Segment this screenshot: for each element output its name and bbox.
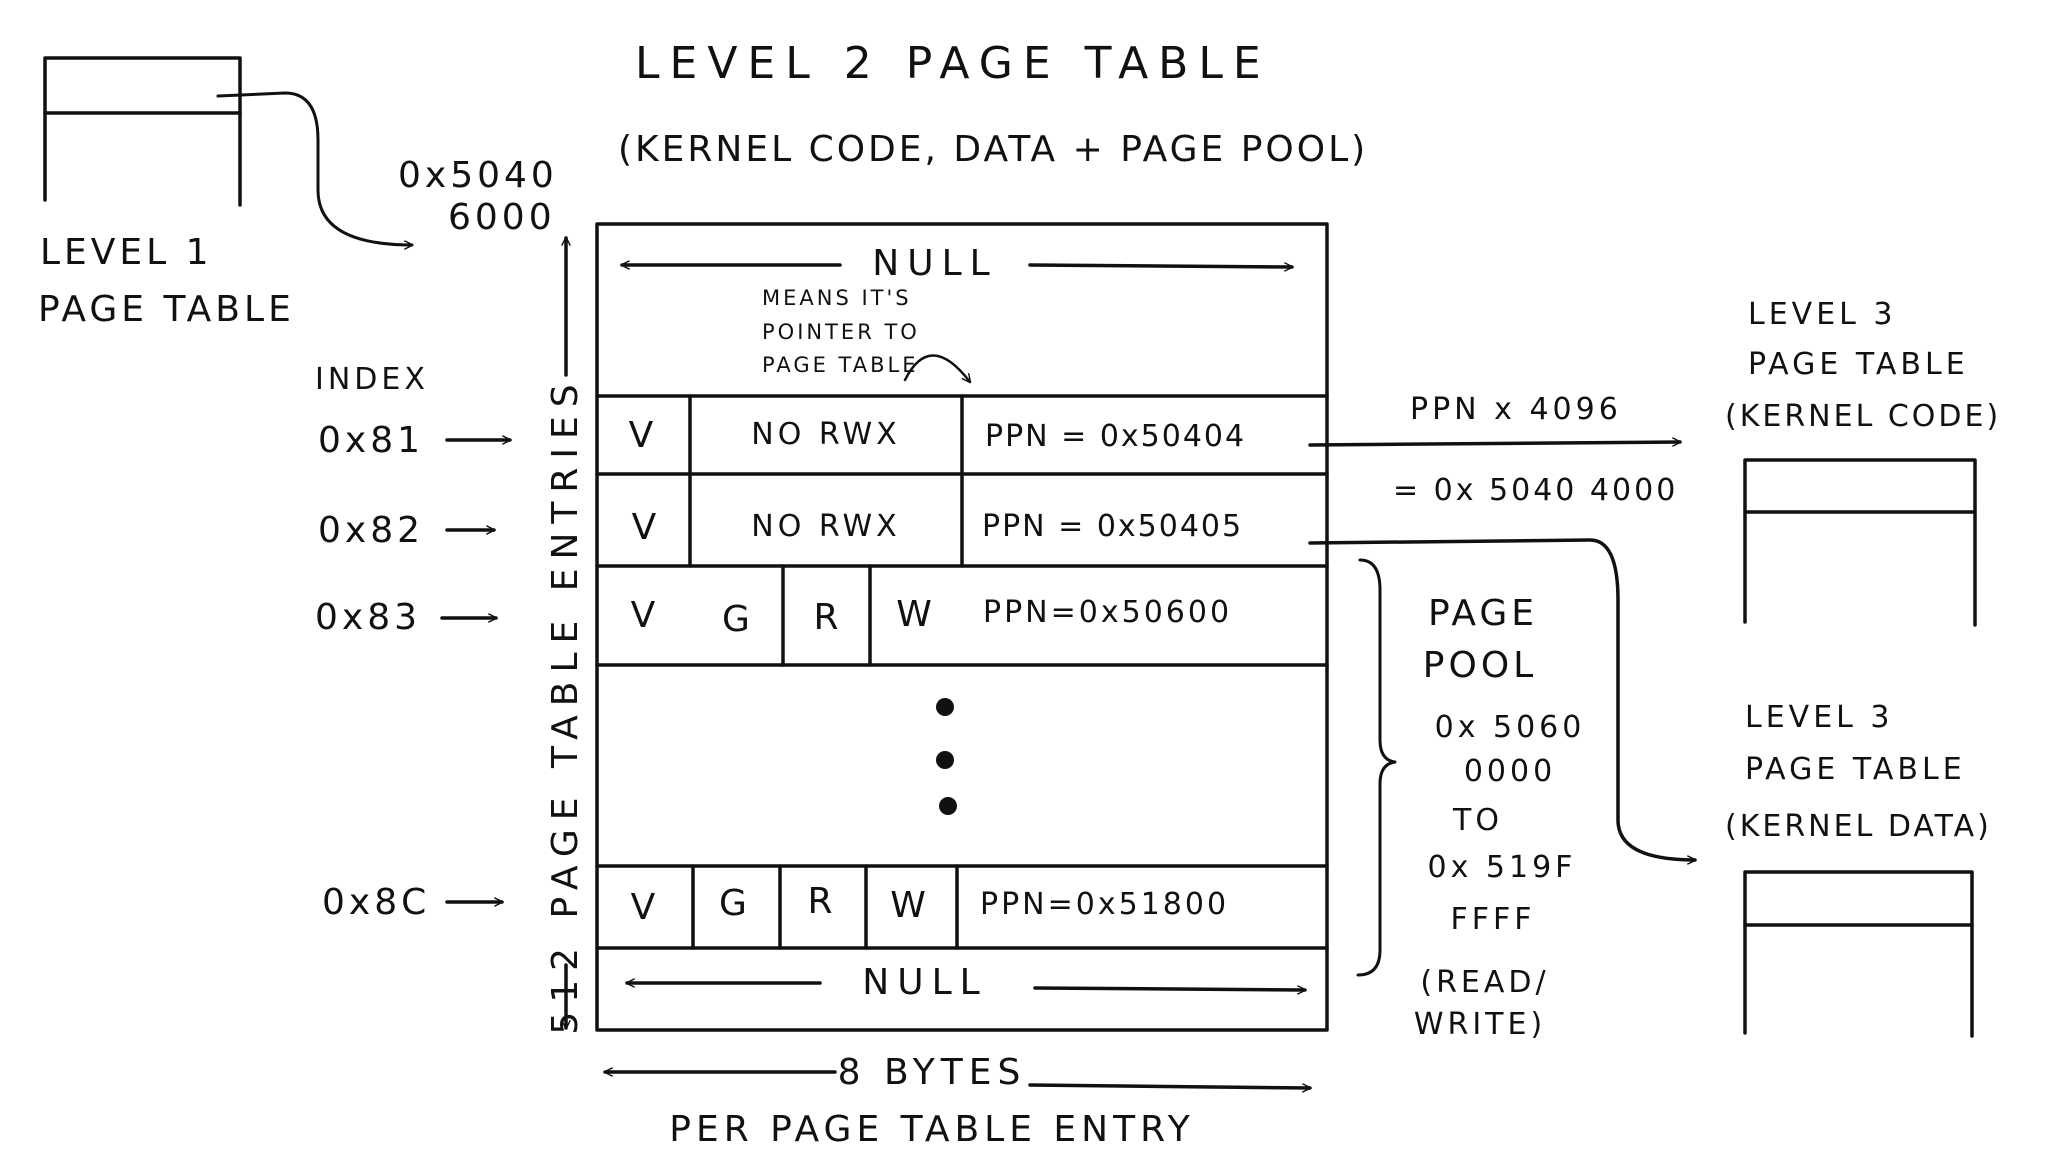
null-top: NULL: [872, 243, 998, 284]
page-pool-end: FFFF: [1450, 902, 1536, 937]
level3-data-table: [1743, 870, 1974, 1038]
level3-code-table: [1743, 458, 1977, 627]
entries-count-label: 512 PAGE TABLE ENTRIES: [545, 375, 586, 1035]
null-bottom-right-arrow: [1033, 988, 1307, 990]
read-flag: R: [813, 597, 843, 638]
global-flag: G: [719, 883, 751, 924]
global-flag: G: [722, 599, 754, 640]
ppn-value: PPN=0x50600: [983, 595, 1233, 630]
write-flag: W: [896, 594, 936, 635]
level3-data-label: (KERNEL DATA): [1725, 809, 1992, 844]
page-pool-brace: [1356, 558, 1397, 977]
level3-code-label: PAGE TABLE: [1748, 347, 1969, 382]
valid-flag: V: [630, 595, 660, 636]
index-header: INDEX: [315, 362, 429, 397]
ellipsis-dot: [936, 751, 954, 769]
index-0x8C: 0x8C: [322, 882, 431, 923]
ppn-value: PPN = 0x50404: [985, 419, 1247, 454]
ellipsis-dot: [936, 698, 954, 716]
read-flag: R: [807, 881, 837, 922]
index-0x82: 0x82: [318, 510, 425, 551]
page-pool-label: PAGE: [1427, 593, 1539, 634]
level3-code-label: (KERNEL CODE): [1725, 399, 2002, 434]
ppn-calculation: PPN x 4096: [1410, 392, 1622, 427]
ppn-value: PPN = 0x50405: [982, 509, 1244, 544]
page-pool-label: POOL: [1422, 645, 1538, 686]
entry-size-label: 8 BYTES: [837, 1052, 1027, 1093]
level1-label: PAGE TABLE: [38, 289, 295, 330]
write-flag: W: [890, 885, 930, 926]
level1-label: LEVEL 1: [40, 232, 213, 273]
level3-data-label: LEVEL 3: [1745, 700, 1894, 735]
page-pool-to: TO: [1453, 803, 1503, 838]
note-arrow: [903, 354, 970, 382]
pointer-note: POINTER TO: [762, 320, 920, 344]
base-address: 0x5040: [398, 155, 558, 196]
ppn-calculation: = 0x 5040 4000: [1393, 473, 1679, 508]
valid-flag: V: [630, 887, 660, 928]
bytes-right-arrow: [1028, 1083, 1312, 1088]
null-top-right-arrow: [1028, 265, 1294, 267]
valid-flag: V: [631, 507, 661, 548]
page-pool-access: (READ/: [1420, 965, 1550, 1000]
ppn-arrow-code: [1308, 442, 1682, 447]
valid-flag: V: [628, 415, 658, 456]
null-bottom: NULL: [862, 962, 988, 1003]
page-subtitle: (KERNEL CODE, DATA + PAGE POOL): [618, 129, 1369, 170]
page-title: LEVEL 2 PAGE TABLE: [635, 38, 1271, 89]
level3-code-label: LEVEL 3: [1748, 297, 1897, 332]
page-pool-start: 0x 5060: [1434, 710, 1586, 745]
ppn-arrow-data: [1308, 538, 1697, 860]
permission-field: NO RWX: [751, 509, 901, 544]
base-address: 6000: [448, 197, 556, 238]
page-pool-start: 0000: [1463, 754, 1557, 789]
pointer-note: PAGE TABLE: [762, 353, 919, 377]
page-pool-access: WRITE): [1413, 1007, 1547, 1042]
level3-data-label: PAGE TABLE: [1745, 752, 1966, 787]
permission-field: NO RWX: [751, 417, 901, 452]
level1-table: [43, 56, 242, 207]
level2-table: [595, 222, 1329, 1032]
level1-pointer-arrow: [216, 91, 414, 245]
index-0x81: 0x81: [318, 420, 425, 461]
pointer-note: MEANS IT'S: [762, 286, 912, 310]
entry-size-caption: PER PAGE TABLE ENTRY: [669, 1109, 1195, 1150]
ppn-value: PPN=0x51800: [980, 887, 1230, 922]
index-0x83: 0x83: [315, 597, 422, 638]
page-pool-end: 0x 519F: [1427, 850, 1577, 885]
ellipsis-dot: [939, 797, 957, 815]
